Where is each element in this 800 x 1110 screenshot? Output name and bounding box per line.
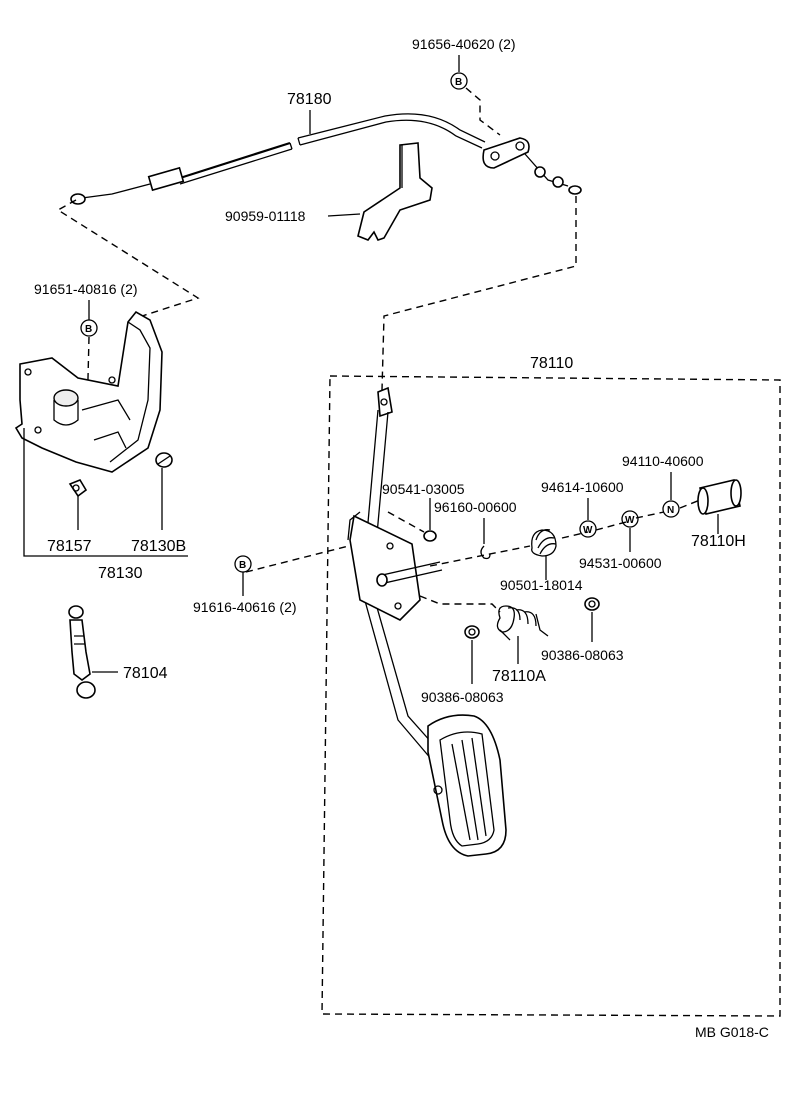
label-78104: 78104 <box>123 665 168 682</box>
bolt-marker-b: B <box>234 555 252 573</box>
dashed-link-cable-left <box>56 199 200 319</box>
return-spring-90501 <box>531 529 557 557</box>
link-rod-78104 <box>68 605 96 699</box>
label-91616-40616: 91616-40616 (2) <box>193 599 297 615</box>
screw-90541 <box>423 530 437 542</box>
label-78180: 78180 <box>287 91 332 108</box>
accelerator-pedal-arm <box>347 386 443 761</box>
label-91651-40816: 91651-40816 (2) <box>34 281 138 297</box>
label-78130B: 78130B <box>131 538 186 555</box>
svg-text:B: B <box>455 77 462 88</box>
label-78110: 78110 <box>530 355 573 372</box>
bolt-marker-b: B <box>450 72 468 90</box>
dashed-link-91656 <box>465 87 501 136</box>
nut-marker-n: N <box>662 500 680 518</box>
bushing-78110h <box>697 479 742 515</box>
label-78130: 78130 <box>98 565 143 582</box>
svg-text:B: B <box>239 560 246 571</box>
accelerator-cable <box>70 113 582 205</box>
svg-text:W: W <box>583 525 593 536</box>
svg-text:B: B <box>85 324 92 335</box>
cable-bracket-90959 <box>357 142 433 241</box>
clip-96160 <box>480 545 491 560</box>
label-94531-00600: 94531-00600 <box>579 555 662 571</box>
label-90501-18014: 90501-18014 <box>500 577 583 593</box>
dashed-link-78110a <box>419 595 501 613</box>
group-bracket-78130 <box>23 428 188 557</box>
stopper-78130b <box>155 452 173 468</box>
nut-90386-left <box>464 625 480 639</box>
label-94110-40600: 94110-40600 <box>622 453 704 469</box>
torsion-spring-78110a <box>496 605 549 641</box>
bolt-marker-b: B <box>80 319 98 337</box>
label-90386-08063-right: 90386-08063 <box>541 647 624 663</box>
label-94614-10600: 94614-10600 <box>541 479 624 495</box>
pedal-bracket-78130 <box>14 310 163 473</box>
label-90959-01118: 90959-01118 <box>225 208 306 224</box>
leader-90959 <box>327 213 361 217</box>
svg-text:W: W <box>625 515 635 526</box>
bolt-78157 <box>68 479 88 498</box>
label-91656-40620: 91656-40620 (2) <box>412 36 516 52</box>
dashed-link-cable-right <box>381 196 577 391</box>
dashed-link-90541 <box>387 511 425 533</box>
label-96160-00600: 96160-00600 <box>434 499 517 515</box>
label-78110A: 78110A <box>492 668 546 685</box>
label-90386-08063-left: 90386-08063 <box>421 689 504 705</box>
label-78110H: 78110H <box>691 533 746 550</box>
accelerator-pedal-pad <box>427 714 507 857</box>
label-90541-03005: 90541-03005 <box>382 481 465 497</box>
svg-text:N: N <box>667 505 674 516</box>
assembly-78110-boundary <box>321 375 781 1017</box>
washer-marker-w: W <box>621 510 639 528</box>
washer-marker-w: W <box>579 520 597 538</box>
diagram-code: MB G018-C <box>695 1024 769 1040</box>
nut-90386-right <box>584 597 600 611</box>
dashed-axis <box>429 499 701 567</box>
label-78157: 78157 <box>47 538 92 555</box>
